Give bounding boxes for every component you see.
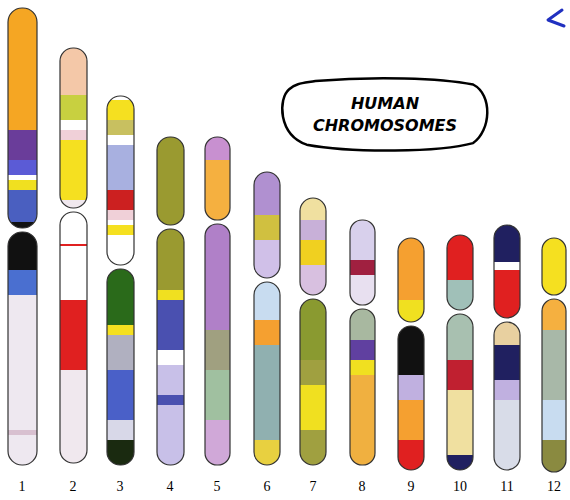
chromosome-number: 4 [167, 479, 174, 495]
handwritten-blob: HUMAN CHROMOSOMES [276, 75, 495, 154]
chromosome-number: 11 [500, 479, 513, 495]
chromosome-number: 3 [117, 479, 124, 495]
chromosome-number: 12 [547, 479, 561, 495]
chromosome-number: 7 [310, 479, 317, 495]
title-text: HUMAN CHROMOSOMES [298, 93, 473, 136]
chromosome-number: 9 [408, 479, 415, 495]
chromosome-number: 1 [19, 479, 26, 495]
chromosome-number: 2 [70, 479, 77, 495]
chromosome-number: 10 [453, 479, 467, 495]
chromosome-number: 5 [214, 479, 221, 495]
chromosome-number: 6 [264, 479, 271, 495]
chromosome-number: 8 [359, 479, 366, 495]
blob-outline [276, 75, 495, 154]
